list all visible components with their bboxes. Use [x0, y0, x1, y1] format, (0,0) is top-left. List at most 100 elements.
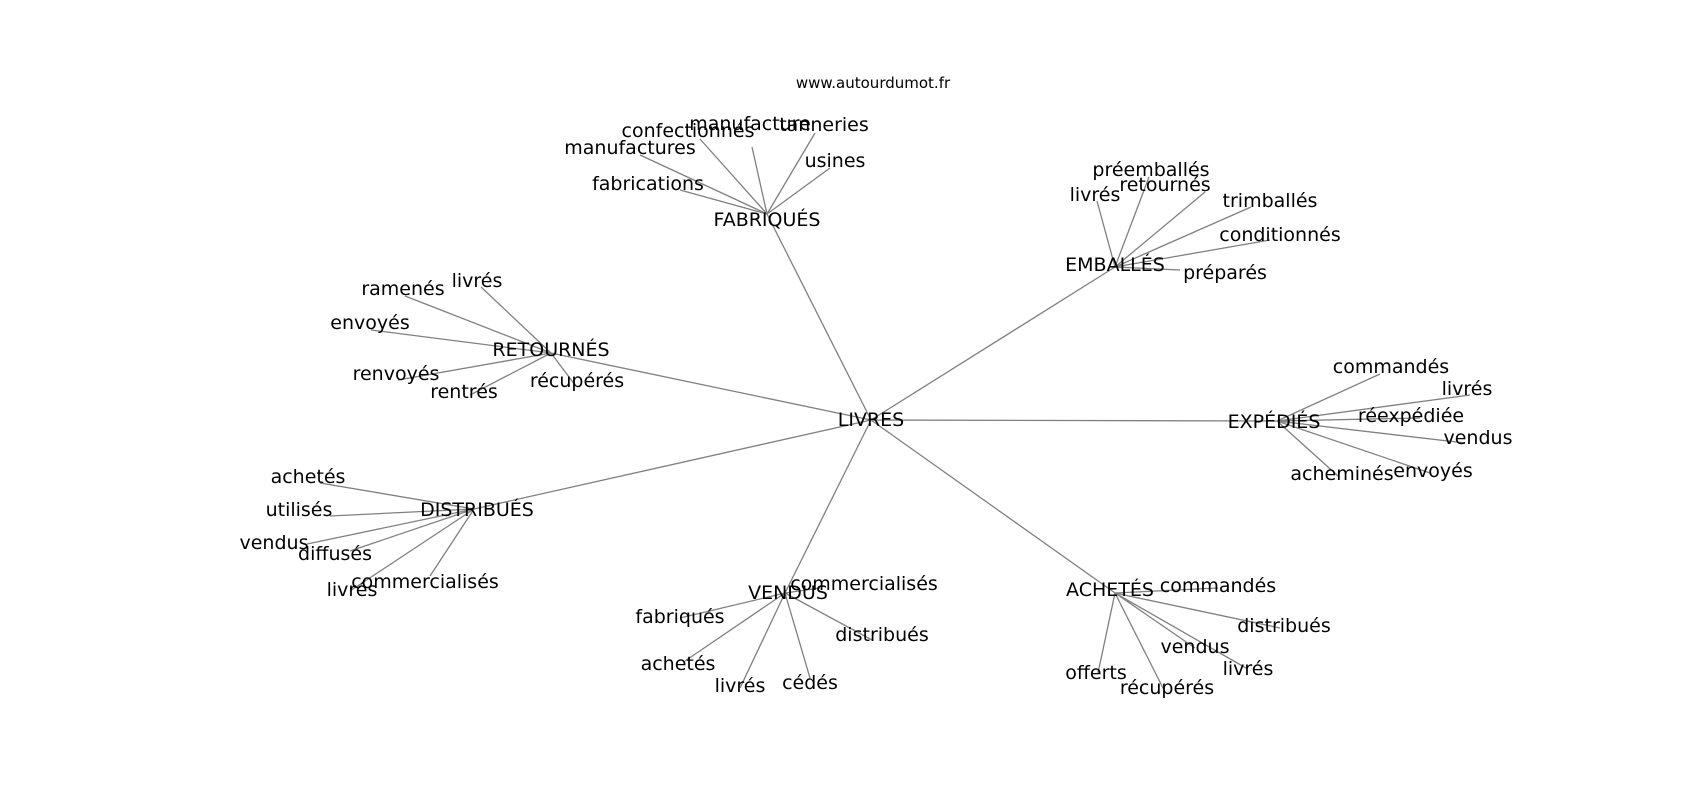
hub-node[interactable]: VENDUS — [748, 582, 828, 604]
word-node[interactable]: commandés — [1333, 356, 1449, 378]
edge-hub-word — [1276, 394, 1471, 422]
edge-hub-word — [1276, 417, 1421, 422]
word-node[interactable]: livrés — [1070, 184, 1121, 206]
edge-hub-word — [1114, 176, 1150, 268]
word-node[interactable]: commandés — [1160, 575, 1276, 597]
word-node[interactable]: envoyés — [330, 312, 409, 334]
edge-root-hub — [870, 266, 1116, 421]
word-node[interactable]: commercialisés — [351, 571, 499, 593]
edge-hub-word — [1114, 191, 1206, 268]
word-node[interactable]: cédés — [782, 672, 838, 694]
edge-hub-word — [429, 508, 475, 577]
word-node[interactable]: vendus — [240, 532, 309, 554]
word-node[interactable]: réexpédiée — [1358, 405, 1464, 427]
edge-hub-word — [550, 352, 576, 386]
edge-hub-word — [1114, 587, 1219, 594]
word-node[interactable]: récupérés — [1120, 677, 1214, 699]
root-node[interactable]: LIVRES — [838, 409, 904, 431]
word-node[interactable]: livrés — [1442, 378, 1493, 400]
word-node[interactable]: manufacture — [689, 113, 811, 135]
edge-hub-word — [1114, 239, 1271, 268]
word-node[interactable]: fabriqués — [635, 606, 724, 628]
hub-node[interactable]: FABRIQUÉS — [714, 208, 821, 231]
hub-node[interactable]: EMBALLÉS — [1065, 253, 1165, 276]
word-node[interactable]: usines — [805, 150, 866, 172]
word-node[interactable]: livrés — [1223, 658, 1274, 680]
edge-hub-word — [1114, 592, 1196, 649]
word-node[interactable]: commercialisés — [790, 573, 938, 595]
word-node[interactable]: rentrés — [430, 381, 498, 403]
edge-root-hub — [870, 419, 1278, 422]
edge-hub-word — [766, 132, 816, 215]
edge-hub-word — [679, 189, 768, 215]
word-node[interactable]: fabrications — [592, 173, 704, 195]
edge-hub-word — [349, 508, 475, 592]
word-node[interactable]: préemballés — [1092, 159, 1209, 181]
word-node[interactable]: achetés — [641, 653, 716, 675]
edge-hub-word — [1276, 420, 1431, 474]
edge-hub-word — [319, 482, 475, 510]
edge-hub-word — [329, 508, 475, 517]
word-node[interactable]: achetés — [271, 466, 346, 488]
word-node[interactable]: retournés — [1119, 174, 1210, 196]
edge-hub-word — [1276, 420, 1339, 477]
hub-node[interactable]: RETOURNÉS — [492, 338, 609, 361]
word-node[interactable]: confectionnés — [622, 120, 755, 142]
edge-root-hub — [550, 352, 872, 421]
edge-hub-word — [397, 352, 552, 381]
word-node[interactable]: livrés — [452, 270, 503, 292]
word-node[interactable]: conditionnés — [1219, 224, 1340, 246]
word-node[interactable]: manufactures — [564, 137, 696, 159]
word-node[interactable]: envoyés — [1393, 460, 1472, 482]
word-node[interactable]: récupérés — [530, 370, 624, 392]
word-node[interactable]: livrés — [327, 579, 378, 601]
edge-hub-word — [1114, 592, 1166, 693]
word-node[interactable]: distribués — [1237, 615, 1330, 637]
word-node[interactable]: trimballés — [1223, 190, 1318, 212]
hub-node[interactable]: ACHETÉS — [1066, 578, 1154, 601]
word-node[interactable]: utilisés — [266, 499, 333, 521]
edge-hub-word — [1096, 200, 1116, 268]
word-node[interactable]: offerts — [1065, 662, 1127, 684]
edge-root-hub — [784, 419, 872, 594]
word-node[interactable]: acheminés — [1290, 463, 1393, 485]
edge-hub-word — [639, 154, 768, 215]
edge-hub-word — [469, 352, 552, 396]
edge-hub-word — [679, 592, 786, 619]
edges-layer — [306, 132, 1471, 693]
edge-hub-word — [306, 508, 475, 545]
edge-hub-word — [739, 592, 786, 689]
edge-hub-word — [1114, 206, 1252, 268]
edge-hub-word — [784, 592, 811, 679]
word-node[interactable]: livrés — [715, 675, 766, 697]
word-node[interactable]: préparés — [1183, 262, 1267, 284]
edge-hub-word — [751, 146, 768, 215]
edge-hub-word — [684, 592, 786, 662]
edge-hub-word — [480, 286, 552, 354]
edge-root-hub — [766, 213, 872, 421]
edge-hub-word — [784, 592, 873, 641]
word-node[interactable]: ramenés — [361, 278, 444, 300]
word-node[interactable]: tanneries — [779, 114, 869, 136]
word-node[interactable]: renvoyés — [353, 363, 440, 385]
edge-hub-word — [699, 138, 768, 215]
hub-node[interactable]: DISTRIBUÉS — [420, 498, 534, 521]
word-node[interactable]: vendus — [1161, 636, 1230, 658]
edge-hub-word — [1114, 266, 1181, 271]
edge-hub-word — [404, 295, 552, 354]
edge-hub-word — [1114, 592, 1281, 629]
word-node[interactable]: diffusés — [298, 543, 372, 565]
edge-root-hub — [473, 419, 872, 510]
edge-hub-word — [349, 508, 475, 552]
hub-node[interactable]: EXPÉDIÉS — [1228, 410, 1321, 433]
edge-hub-word — [1114, 592, 1247, 669]
edge-hub-word — [1276, 373, 1381, 422]
edge-hub-word — [784, 587, 821, 594]
word-node[interactable]: distribués — [835, 624, 928, 646]
word-node[interactable]: vendus — [1444, 427, 1513, 449]
edge-hub-word — [1097, 592, 1116, 674]
source-credit: www.autourdumot.fr — [796, 74, 951, 92]
